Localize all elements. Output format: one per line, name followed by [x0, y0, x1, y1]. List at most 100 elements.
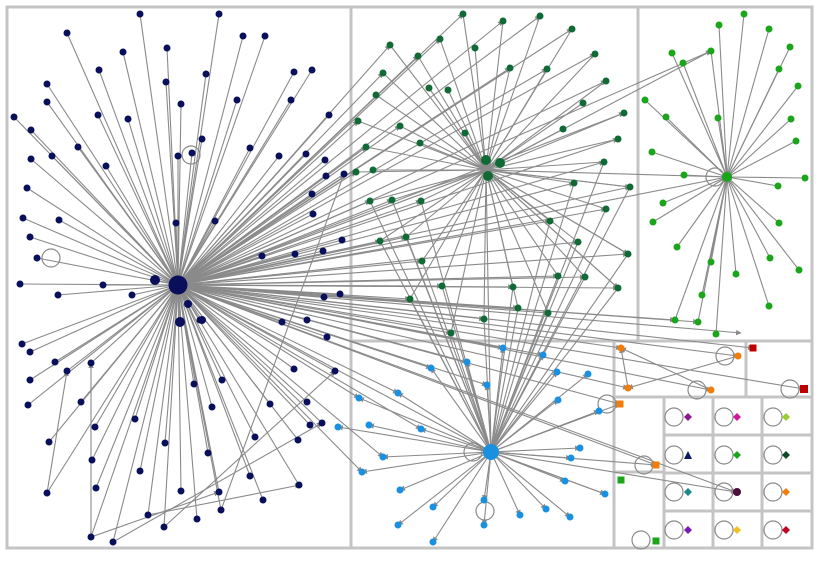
edge-274 [177, 284, 384, 458]
node-group2-35 [546, 217, 554, 225]
edge-167 [665, 116, 728, 178]
edge-87 [139, 284, 180, 472]
edge-216 [432, 451, 492, 543]
edge-169 [726, 118, 792, 178]
node-group2-24 [614, 135, 622, 143]
node-group1-75 [303, 398, 311, 406]
edge-39 [177, 213, 314, 286]
node-group1-67 [290, 365, 298, 373]
edge-131 [485, 161, 605, 173]
node-group1-large-1 [150, 275, 160, 285]
edge-317 [485, 50, 712, 171]
edge-115 [485, 80, 607, 171]
edge-276 [177, 284, 622, 351]
edge-76 [94, 284, 179, 428]
node-group1-77 [91, 423, 99, 431]
node-group1-94 [259, 496, 267, 504]
edge-211 [490, 451, 521, 516]
edge-99 [112, 284, 180, 543]
node-group5-2 [734, 352, 742, 360]
node-group2-28 [600, 158, 608, 166]
edge-254 [177, 53, 596, 286]
edge-66 [177, 284, 295, 370]
node-group1-49 [16, 280, 24, 288]
edge-4 [177, 35, 266, 286]
node-group2-36 [376, 237, 384, 245]
edge-112 [484, 67, 511, 171]
edge-139 [379, 169, 487, 242]
edge-195 [397, 392, 492, 453]
node-group8-1 [617, 476, 625, 484]
node-group4-16 [576, 444, 584, 452]
edge-252 [177, 112, 625, 286]
node-group2-48 [480, 315, 488, 323]
edge-297 [379, 240, 492, 453]
edge-22 [77, 146, 179, 286]
edge-136 [420, 169, 487, 202]
node-group2-9 [506, 64, 514, 72]
node-group3-31 [712, 330, 720, 338]
node-group3-14 [792, 137, 800, 145]
node-group1-61 [18, 340, 26, 348]
self-loop-18 [664, 482, 684, 502]
edge-173 [726, 174, 806, 180]
node-group1-7 [119, 48, 127, 56]
node-group2-43 [554, 272, 562, 280]
edge-178 [676, 176, 728, 248]
node-group1-28 [48, 152, 56, 160]
edge-185 [674, 176, 728, 321]
node-group3-26 [732, 270, 740, 278]
edge-97 [163, 284, 181, 528]
node-group1-25 [246, 144, 254, 152]
group-boxes [5, 5, 814, 550]
node-group1-1 [136, 10, 144, 18]
node-group2-14 [425, 84, 433, 92]
edge-301 [391, 199, 492, 453]
node-group3-19 [659, 199, 667, 207]
edge-258 [177, 15, 541, 286]
node-group1-68 [331, 367, 339, 375]
edge-38 [175, 222, 181, 286]
node-group2-27 [369, 166, 377, 174]
edge-323 [46, 370, 69, 494]
node-group3-25 [795, 266, 803, 274]
edge-50 [57, 282, 179, 296]
isolate-plum-circle [733, 488, 741, 496]
edge-134 [369, 168, 487, 202]
node-group4-10 [554, 396, 562, 404]
node-group1-64 [87, 359, 95, 367]
edge-260 [177, 175, 728, 286]
node-group2-2 [499, 17, 507, 25]
node-group1-91 [177, 487, 185, 495]
node-group7-2 [652, 461, 660, 469]
node-group4-13 [417, 425, 425, 433]
node-group3-15 [648, 148, 656, 156]
node-group4-1 [499, 344, 507, 352]
edge-168 [717, 117, 729, 178]
edge-199 [368, 423, 492, 453]
edge-106 [485, 15, 541, 171]
edge-200 [420, 427, 492, 453]
edge-171 [651, 151, 728, 179]
node-group2-20 [461, 129, 469, 137]
edge-273 [177, 284, 422, 430]
self-loop-20 [763, 482, 783, 502]
node-group2-46 [544, 309, 552, 317]
edge-157 [718, 24, 730, 178]
edge-2 [66, 32, 179, 286]
edge-187 [715, 176, 730, 335]
self-loop-7 [597, 394, 617, 414]
node-group2-38 [574, 238, 582, 246]
node-group3-12 [714, 114, 722, 122]
edge-30 [177, 159, 326, 286]
edge-307 [490, 253, 629, 453]
edge-251 [177, 284, 619, 291]
edge-108 [389, 44, 487, 171]
edge-82 [48, 284, 179, 443]
edge-12 [165, 81, 181, 286]
edge-281 [177, 284, 754, 351]
self-loop-12 [664, 407, 684, 427]
self-loop-22 [714, 520, 734, 540]
node-group3-5 [668, 49, 676, 57]
edge-61 [29, 284, 179, 353]
